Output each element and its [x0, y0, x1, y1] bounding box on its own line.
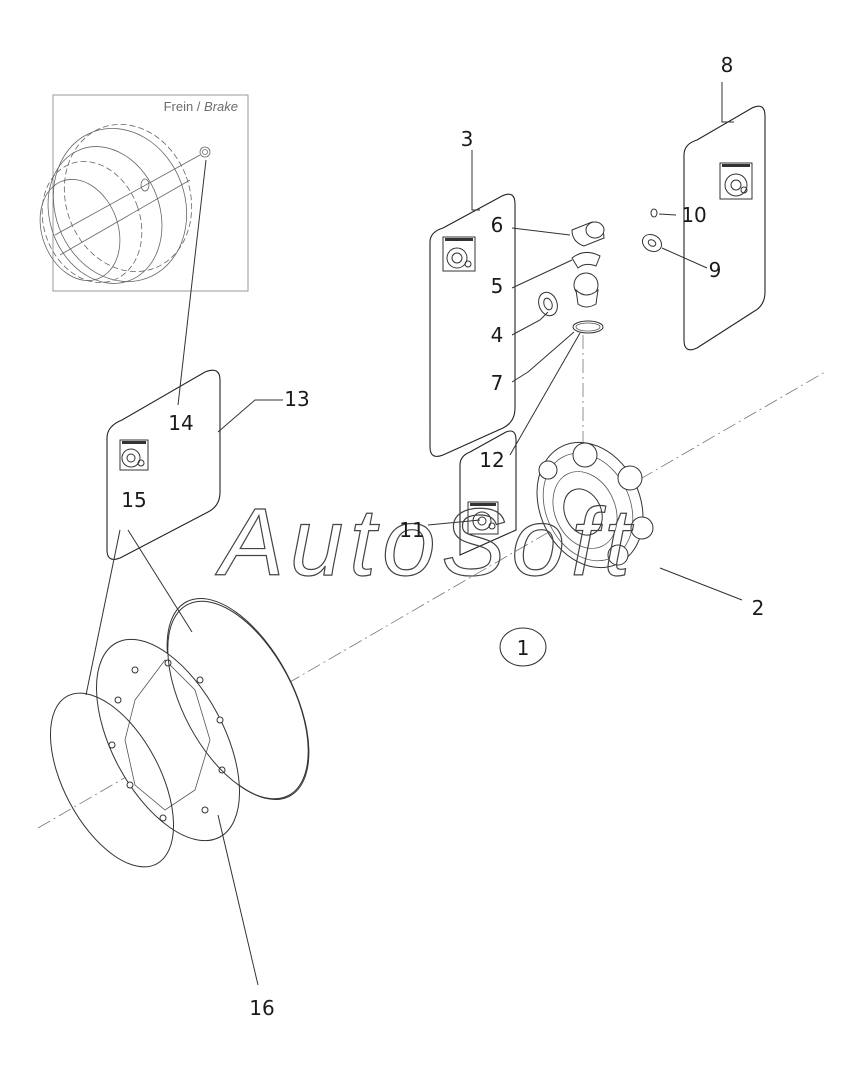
- part-2-hub: [536, 441, 654, 569]
- leader-lines: [85, 82, 743, 986]
- part-16-ring: [96, 598, 310, 842]
- callout-5: 5: [491, 274, 504, 298]
- callout-1-circle: [499, 627, 547, 667]
- part-7-oring: [572, 320, 604, 334]
- callout-2: 2: [752, 596, 765, 620]
- part-15-oring-front: [49, 692, 175, 868]
- part-7-oring-inner: [575, 322, 601, 332]
- callout-9: 9: [709, 258, 722, 282]
- part-5-shell: [571, 252, 601, 269]
- reference-icon: [719, 162, 753, 200]
- callout-10: 10: [681, 203, 706, 227]
- callout-12: 12: [479, 448, 504, 472]
- callout-14: 14: [168, 411, 193, 435]
- reference-icon: [467, 501, 499, 535]
- callout-1: 1: [517, 636, 530, 660]
- part-ball: [573, 272, 599, 308]
- brake-inset: Frein / Brake: [39, 94, 249, 292]
- callout-16: 16: [249, 996, 274, 1020]
- callout-8: 8: [721, 53, 734, 77]
- part-15-oring-back: [167, 600, 309, 800]
- callout-15: 15: [121, 488, 146, 512]
- watermark-text: AutoSoft: [215, 489, 636, 596]
- part-10-pin: [650, 208, 658, 218]
- part-6-cap: [571, 221, 605, 247]
- reference-icon: [442, 236, 476, 272]
- panel-13: [106, 369, 221, 560]
- panel-8: [683, 105, 766, 351]
- callout-6: 6: [491, 213, 504, 237]
- callout-3: 3: [461, 127, 474, 151]
- part-4-disc: [538, 291, 558, 317]
- callout-13: 13: [284, 387, 309, 411]
- part-9-washer: [641, 233, 663, 253]
- callout-7: 7: [491, 371, 504, 395]
- brake-spring-drawing: [39, 124, 211, 284]
- callout-11: 11: [399, 518, 424, 542]
- reference-icon: [119, 439, 149, 471]
- callout-4: 4: [491, 323, 504, 347]
- inset-title: Frein / Brake: [164, 99, 238, 114]
